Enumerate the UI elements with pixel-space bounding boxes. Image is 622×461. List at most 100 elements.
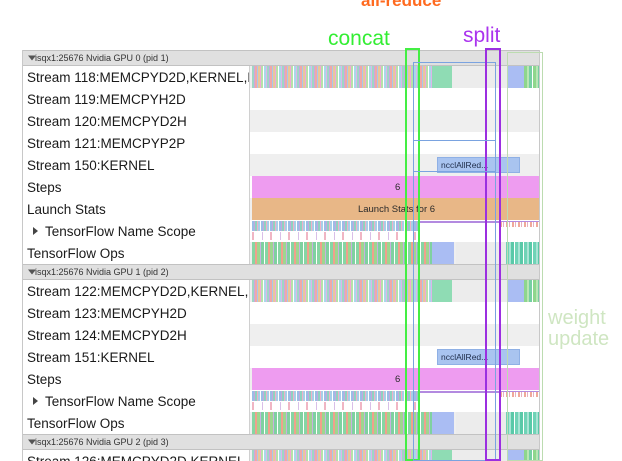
row-label[interactable]: Stream 124:MEMCPYD2H [23, 324, 249, 346]
row-track[interactable] [249, 280, 539, 302]
nccl-event-bar[interactable]: ncclAllRed... [437, 157, 520, 173]
row-label[interactable]: TensorFlow Name Scope [23, 390, 249, 412]
event-block-blue [508, 280, 524, 302]
timeline-row[interactable]: Stream 126:MEMCPYD2D,KERNEL,MI [23, 450, 539, 461]
caret-down-icon[interactable] [28, 439, 36, 445]
event-block-blue [508, 66, 524, 88]
event-cluster [252, 66, 432, 88]
steps-bar[interactable]: 6 [252, 368, 539, 390]
row-label[interactable]: Launch Stats [23, 198, 249, 220]
row-track[interactable]: 6 [249, 368, 539, 390]
row-label[interactable]: Steps [23, 368, 249, 390]
row-label[interactable]: Stream 150:KERNEL [23, 154, 249, 176]
timeline-panel[interactable]: isqx1:25676 Nvidia GPU 0 (pid 1) Stream 1… [22, 50, 540, 461]
expand-triangle-icon[interactable] [33, 397, 38, 405]
row-label[interactable]: Stream 126:MEMCPYD2D,KERNEL,MI [23, 450, 249, 461]
row-label[interactable]: TensorFlow Ops [23, 242, 249, 264]
row-track[interactable] [249, 324, 539, 346]
row-label-text: Steps [27, 179, 62, 195]
row-label-text: TensorFlow Ops [27, 245, 125, 261]
row-track[interactable] [249, 302, 539, 324]
nccl-event-label: ncclAllRed... [441, 352, 489, 362]
timeline-row[interactable]: Stream 119:MEMCPYH2D [23, 88, 539, 110]
row-label[interactable]: TensorFlow Name Scope [23, 220, 249, 242]
row-label[interactable]: Stream 120:MEMCPYD2H [23, 110, 249, 132]
row-track[interactable] [249, 390, 539, 412]
row-label[interactable]: Stream 118:MEMCPYD2D,KERNEL,ME [23, 66, 249, 88]
row-label[interactable]: Stream 122:MEMCPYD2D,KERNEL,MI [23, 280, 249, 302]
caret-down-icon[interactable] [28, 55, 36, 61]
row-label-text: Stream 120:MEMCPYD2H [27, 113, 187, 129]
event-cluster [252, 280, 432, 302]
steps-bar[interactable]: 6 [252, 176, 539, 198]
event-cluster-green [524, 66, 539, 88]
row-label-text: Steps [27, 371, 62, 387]
event-block-green [432, 450, 452, 461]
row-label[interactable]: Stream 123:MEMCPYH2D [23, 302, 249, 324]
event-block-idle [452, 280, 508, 302]
caret-down-icon[interactable] [28, 269, 36, 275]
timeline-row[interactable]: Stream 120:MEMCPYD2H [23, 110, 539, 132]
nccl-event-label: ncclAllRed... [441, 160, 489, 170]
row-track[interactable] [249, 450, 539, 461]
group-header-1[interactable]: isqx1:25676 Nvidia GPU 1 (pid 2) [23, 264, 539, 280]
timeline-row[interactable]: Stream 122:MEMCPYD2D,KERNEL,MI [23, 280, 539, 302]
timeline-row[interactable]: TensorFlow Name Scope [23, 390, 539, 412]
group-header-label: isqx1:25676 Nvidia GPU 0 (pid 1) [35, 53, 169, 63]
row-track[interactable] [249, 242, 539, 264]
row-track[interactable] [249, 66, 539, 88]
row-track[interactable]: ncclAllRed... [249, 154, 539, 176]
clipped-annotation-label: all-reduce [361, 0, 442, 10]
row-label-text: Stream 126:MEMCPYD2D,KERNEL,MI [27, 453, 249, 461]
nccl-event-bar[interactable]: ncclAllRed... [437, 349, 520, 365]
row-label[interactable]: Stream 119:MEMCPYH2D [23, 88, 249, 110]
timeline-row[interactable]: Steps 6 [23, 368, 539, 390]
steps-bar-label: 6 [395, 373, 401, 385]
tf-ops-block-blue [432, 412, 454, 434]
row-track[interactable] [249, 132, 539, 154]
row-label-text: TensorFlow Ops [27, 415, 125, 431]
timeline-row[interactable]: TensorFlow Ops [23, 412, 539, 434]
timeline-row[interactable]: Stream 121:MEMCPYP2P [23, 132, 539, 154]
timeline-row[interactable]: Steps 6 [23, 176, 539, 198]
row-label-text: TensorFlow Name Scope [45, 393, 196, 409]
timeline-row[interactable]: TensorFlow Name Scope [23, 220, 539, 242]
group-header-0[interactable]: isqx1:25676 Nvidia GPU 0 (pid 1) [23, 50, 539, 66]
name-scope-events-top [252, 391, 420, 401]
timeline-row[interactable]: Stream 123:MEMCPYH2D [23, 302, 539, 324]
row-track[interactable] [249, 220, 539, 242]
row-label[interactable]: Stream 151:KERNEL [23, 346, 249, 368]
tf-ops-cluster [252, 412, 432, 434]
timeline-row[interactable]: Stream 124:MEMCPYD2H [23, 324, 539, 346]
row-track[interactable]: ncclAllRed... [249, 346, 539, 368]
row-track[interactable] [249, 110, 539, 132]
event-block-blue [508, 450, 524, 461]
row-track[interactable] [249, 412, 539, 434]
tf-ops-cluster [252, 242, 432, 264]
row-label[interactable]: Steps [23, 176, 249, 198]
timeline-row[interactable]: Stream 151:KERNEL ncclAllRed... [23, 346, 539, 368]
row-label-text: Stream 118:MEMCPYD2D,KERNEL,ME [27, 69, 249, 85]
row-track[interactable] [249, 88, 539, 110]
row-label[interactable]: TensorFlow Ops [23, 412, 249, 434]
row-label-text: Stream 122:MEMCPYD2D,KERNEL,MI [27, 283, 249, 299]
row-track[interactable]: Launch Stats for 6 [249, 198, 539, 220]
timeline-row[interactable]: Stream 150:KERNEL ncclAllRed... [23, 154, 539, 176]
name-scope-events-bottom [252, 232, 420, 240]
weight-update-line1: weight [548, 307, 606, 329]
expand-triangle-icon[interactable] [33, 227, 38, 235]
steps-bar-label: 6 [395, 181, 401, 193]
launch-stats-bar[interactable]: Launch Stats for 6 [252, 198, 539, 220]
name-scope-events-right [500, 392, 539, 397]
timeline-row[interactable]: Stream 118:MEMCPYD2D,KERNEL,ME [23, 66, 539, 88]
row-label[interactable]: Stream 121:MEMCPYP2P [23, 132, 249, 154]
event-cluster [252, 450, 432, 461]
weight-update-line2: update [548, 328, 610, 350]
row-track[interactable]: 6 [249, 176, 539, 198]
group-header-2[interactable]: isqx1:25676 Nvidia GPU 2 (pid 3) [23, 434, 539, 450]
timeline-row[interactable]: TensorFlow Ops [23, 242, 539, 264]
row-label-text: Stream 151:KERNEL [27, 349, 155, 365]
row-label-text: Stream 119:MEMCPYH2D [27, 91, 186, 107]
